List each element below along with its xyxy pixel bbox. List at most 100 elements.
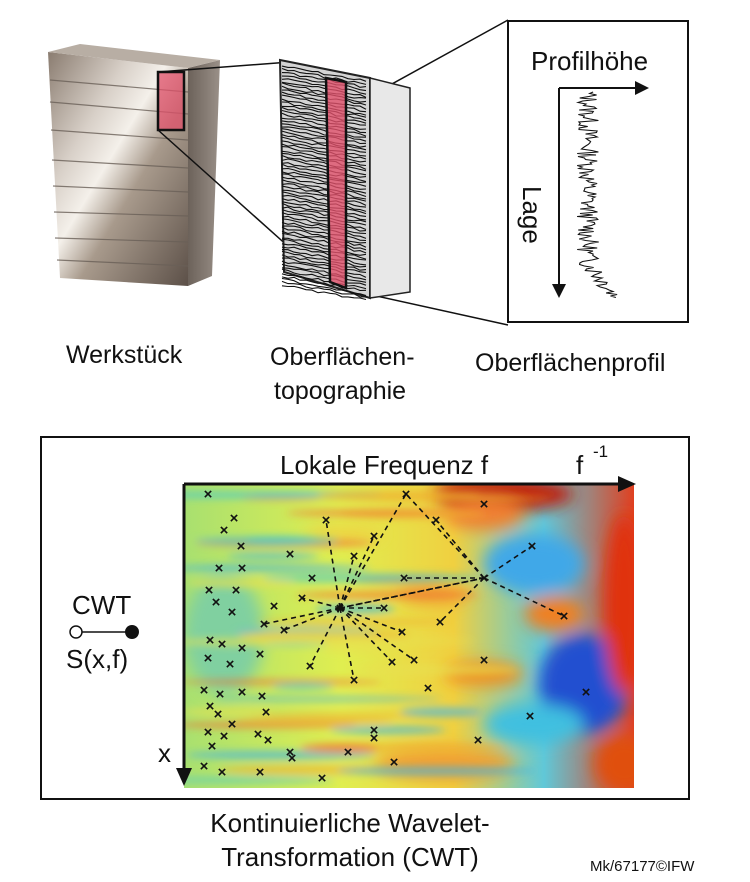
- cross-marker-icon: ×: [286, 744, 295, 761]
- arrow-down-icon: [552, 284, 566, 298]
- cwt-axis-frequency-exponent: -1: [593, 442, 609, 461]
- cross-marker-icon: ×: [260, 616, 269, 633]
- cross-marker-icon: ×: [402, 486, 411, 503]
- topography-striation: [281, 171, 367, 187]
- cross-marker-icon: ×: [480, 570, 489, 587]
- cross-marker-icon: ×: [256, 764, 265, 781]
- cross-marker-icon: ×: [370, 722, 379, 739]
- topography-striation: [281, 150, 367, 167]
- topography-striation: [281, 257, 367, 273]
- topography-striation: [281, 94, 367, 113]
- topography-striation: [281, 143, 367, 160]
- profile-label: Oberflächenprofil: [475, 349, 666, 377]
- scalogram-band: [188, 578, 294, 588]
- caption-line2: Transformation (CWT): [221, 842, 479, 872]
- connector-lines: [157, 19, 509, 326]
- topography-label-line1: Oberflächen-: [270, 343, 415, 371]
- cross-marker-icon: ×: [230, 510, 239, 527]
- scalogram-band: [317, 490, 481, 500]
- topography-striation: [281, 91, 367, 110]
- cross-marker-icon: ×: [298, 590, 307, 607]
- topography-striation: [281, 78, 367, 95]
- cross-marker-icon: ×: [258, 688, 267, 705]
- topography-striation: [281, 218, 367, 235]
- cross-marker-icon: ×: [206, 632, 215, 649]
- topography-striation: [281, 209, 367, 226]
- topography-striation: [281, 117, 367, 134]
- cross-marker-icon: ×: [256, 646, 265, 663]
- topography-striation: [281, 126, 367, 142]
- dashed-link: [439, 577, 485, 623]
- cross-marker-icon: ×: [237, 538, 246, 555]
- topography-striation: [281, 237, 367, 254]
- topography-striation: [281, 173, 367, 190]
- topography-striation: [281, 183, 367, 200]
- scalogram-band: [184, 491, 333, 499]
- scalogram-band: [286, 509, 450, 517]
- dashed-link: [483, 545, 533, 579]
- topography-striation: [281, 280, 367, 298]
- cross-marker-icon: ×: [205, 582, 214, 599]
- cross-marker-icon: ×: [432, 512, 441, 529]
- workpiece-image: [48, 44, 220, 286]
- scalogram-band: [184, 679, 382, 685]
- cross-marker-icon: ×: [398, 624, 407, 641]
- topography-striation: [281, 260, 367, 278]
- cross-marker-icon: ×: [228, 604, 237, 621]
- cross-marker-icon: ×: [262, 704, 271, 721]
- dashed-link: [339, 607, 415, 661]
- dashed-link: [301, 597, 341, 609]
- workpiece-highlight: [156, 70, 186, 132]
- topography-striation: [281, 154, 367, 172]
- topography-striation: [281, 112, 367, 130]
- scalogram-band: [321, 647, 391, 653]
- cross-marker-icon: ×: [480, 652, 489, 669]
- topography-striation: [282, 89, 367, 106]
- cross-marker-icon: ×: [280, 622, 289, 639]
- topography-striation: [281, 162, 367, 178]
- cross-marker-icon: ×: [560, 608, 569, 625]
- cross-marker-icon: ×: [218, 636, 227, 653]
- topography-striation: [281, 120, 367, 137]
- dashed-link: [339, 535, 375, 609]
- cross-marker-icon: ×: [400, 570, 409, 587]
- cross-marker-icon: ×: [220, 728, 229, 745]
- topography-striation: [281, 163, 367, 183]
- topography-striation: [281, 226, 367, 244]
- topography-striation: [281, 246, 367, 261]
- cross-marker-icon: ×: [410, 652, 419, 669]
- cross-marker-icon: ×: [204, 486, 213, 503]
- topography-striation: [281, 136, 367, 153]
- cross-marker-icon: ×: [206, 698, 215, 715]
- scalogram-band: [315, 604, 395, 614]
- topography-striation: [281, 85, 367, 103]
- topography-striation: [281, 123, 367, 138]
- cross-marker-icon: ×: [390, 754, 399, 771]
- topography-striation: [281, 263, 367, 281]
- topography-striation: [281, 198, 367, 215]
- scalogram-band: [239, 637, 475, 645]
- topography-striation: [281, 98, 367, 116]
- cross-marker-icon: ×: [270, 598, 279, 615]
- profile-axis-x-label: Profilhöhe: [531, 46, 649, 76]
- topography-striation: [281, 273, 367, 290]
- topography-striation: [281, 128, 367, 145]
- cwt-legend-sublabel: S(x,f): [66, 644, 129, 674]
- topography-striation: [281, 206, 367, 223]
- topography-striation: [281, 176, 367, 194]
- topography-striation: [281, 130, 367, 148]
- scalogram-band: [246, 536, 318, 544]
- scalogram-band: [296, 591, 480, 599]
- scalogram-band: [356, 665, 518, 675]
- topography-striation: [281, 221, 367, 239]
- topography-striation: [281, 202, 367, 221]
- dashed-link: [435, 519, 485, 579]
- scalogram-band: [400, 707, 482, 717]
- cross-marker-icon: ×: [232, 582, 241, 599]
- topography-striation: [281, 191, 367, 208]
- dashed-link: [405, 493, 485, 579]
- topography-striation: [281, 238, 367, 256]
- topography-striation: [281, 72, 367, 88]
- topography-striation: [281, 105, 367, 122]
- topography-striation: [281, 81, 367, 98]
